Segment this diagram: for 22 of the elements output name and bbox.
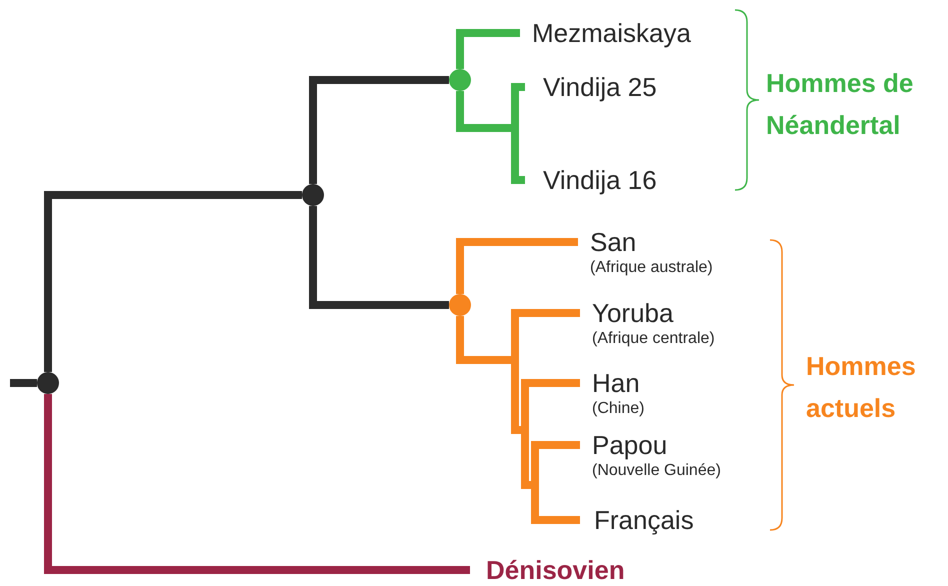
region-label: (Afrique centrale)	[592, 329, 715, 349]
tree-branch	[44, 191, 302, 372]
group-label: Hommes actuels	[806, 350, 917, 425]
tree-branch	[10, 379, 37, 387]
taxon-name: Yoruba	[592, 297, 674, 329]
taxon-name: Vindija 25	[543, 71, 657, 103]
taxon-name: San	[590, 226, 638, 258]
region-label: (Chine)	[592, 399, 644, 419]
tree-branch	[456, 29, 520, 69]
group-label: Hommes de Néandertal	[766, 67, 914, 142]
tree-branch	[309, 206, 449, 309]
taxon-name: Dénisovien	[486, 554, 625, 586]
taxon-name: Papou	[592, 429, 668, 461]
tree-branch	[309, 76, 449, 184]
tree-branch	[456, 238, 578, 294]
taxon-name: Français	[594, 504, 694, 536]
taxon-name: Mezmaiskaya	[532, 17, 691, 49]
tree-branch	[44, 394, 470, 574]
region-label: (Nouvelle Guinée)	[592, 461, 721, 481]
region-label: (Afrique australe)	[590, 258, 713, 278]
taxon-name: Han	[592, 367, 641, 399]
taxon-name: Vindija 16	[543, 164, 657, 196]
